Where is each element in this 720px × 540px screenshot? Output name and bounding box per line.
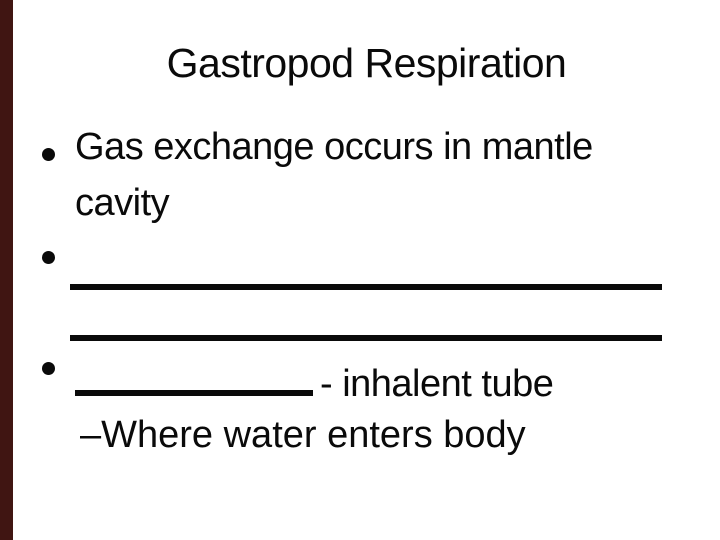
bullet1-text-line2: cavity [75, 182, 170, 224]
sub-bullet-text: –Where water enters body [80, 414, 526, 456]
bullet3-text: - inhalent tube [320, 363, 554, 405]
bullet-icon [42, 148, 55, 161]
blank-fill-in-line [70, 284, 662, 290]
slide-title: Gastropod Respiration [166, 40, 567, 86]
bullet-icon [42, 251, 55, 264]
bullet1-text-line1: Gas exchange occurs in mantle [75, 126, 593, 168]
left-accent-bar [0, 0, 13, 540]
bullet-icon [42, 362, 55, 375]
blank-fill-in-line [75, 390, 313, 396]
blank-fill-in-line [70, 335, 662, 341]
